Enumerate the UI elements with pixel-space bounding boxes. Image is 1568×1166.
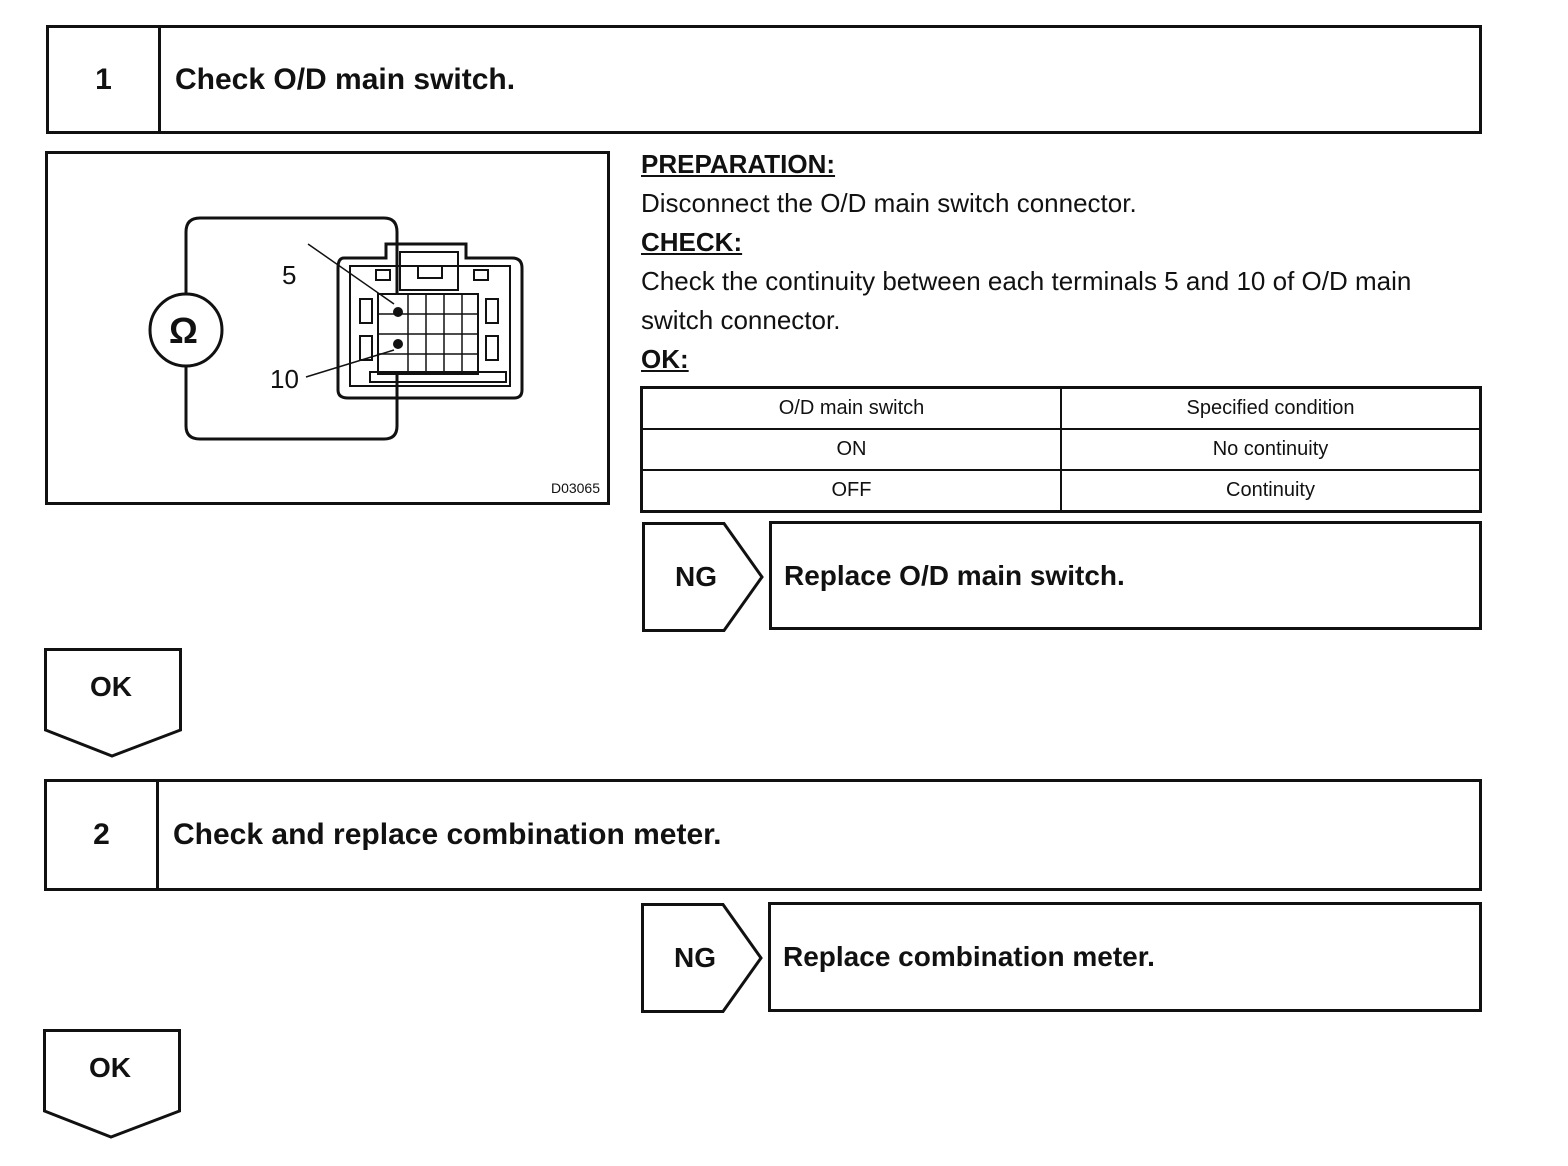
- table-header-row: O/D main switch Specified condition: [640, 386, 1482, 430]
- ok-label: OK: [89, 1052, 131, 1083]
- table-row: ON No continuity: [640, 428, 1482, 471]
- connector-diagram: [148, 216, 524, 441]
- preparation-heading: PREPARATION:: [641, 149, 836, 179]
- check-heading: CHECK:: [641, 227, 743, 257]
- table-cell: ON: [640, 428, 1062, 471]
- ng-arrow-shape: [641, 903, 763, 1013]
- step-number: 2: [47, 782, 159, 888]
- step-2-header: 2 Check and replace combination meter.: [44, 779, 1482, 891]
- ok-label: OK: [90, 671, 132, 702]
- ng-tag: NG: [641, 903, 767, 1013]
- table-header: O/D main switch: [640, 386, 1062, 430]
- ng-arrow-shape: [642, 522, 764, 632]
- step-title: Check and replace combination meter.: [173, 818, 722, 851]
- step-number: 1: [49, 28, 161, 131]
- ok-arrow-shape: [44, 648, 182, 758]
- ok-arrow-shape: [43, 1029, 181, 1139]
- table-header: Specified condition: [1060, 386, 1482, 430]
- table-cell: OFF: [640, 469, 1062, 513]
- ng-action-box: Replace O/D main switch.: [769, 521, 1482, 630]
- ng-label: NG: [675, 561, 717, 592]
- step-title: Check O/D main switch.: [175, 62, 516, 96]
- table-cell: Continuity: [1060, 469, 1482, 513]
- terminal-10-probe: [393, 339, 403, 349]
- table-row: OFF Continuity: [640, 469, 1482, 513]
- ok-tag: OK: [43, 1029, 183, 1141]
- ng-tag: NG: [642, 522, 768, 632]
- terminal-5-probe: [393, 307, 403, 317]
- preparation-text: Disconnect the O/D main switch connector…: [641, 188, 1137, 218]
- step-1-header: 1 Check O/D main switch.: [46, 25, 1482, 134]
- instructions: PREPARATION: Disconnect the O/D main swi…: [641, 145, 1491, 379]
- figure-code: D03065: [550, 480, 600, 496]
- connector-figure: Ω 5 10 D03065: [45, 151, 610, 505]
- table-cell: No continuity: [1060, 428, 1482, 471]
- ok-heading: OK:: [641, 344, 689, 374]
- ng-action-box: Replace combination meter.: [768, 902, 1482, 1012]
- ohm-symbol: Ω: [169, 310, 198, 351]
- ng-label: NG: [674, 942, 716, 973]
- terminal-10-label: 10: [270, 364, 299, 394]
- check-text: Check the continuity between each termin…: [641, 266, 1412, 335]
- spec-table: O/D main switch Specified condition ON N…: [640, 386, 1482, 513]
- ohmmeter-icon: [148, 292, 224, 368]
- terminal-5-label: 5: [282, 260, 297, 290]
- ok-tag: OK: [44, 648, 184, 760]
